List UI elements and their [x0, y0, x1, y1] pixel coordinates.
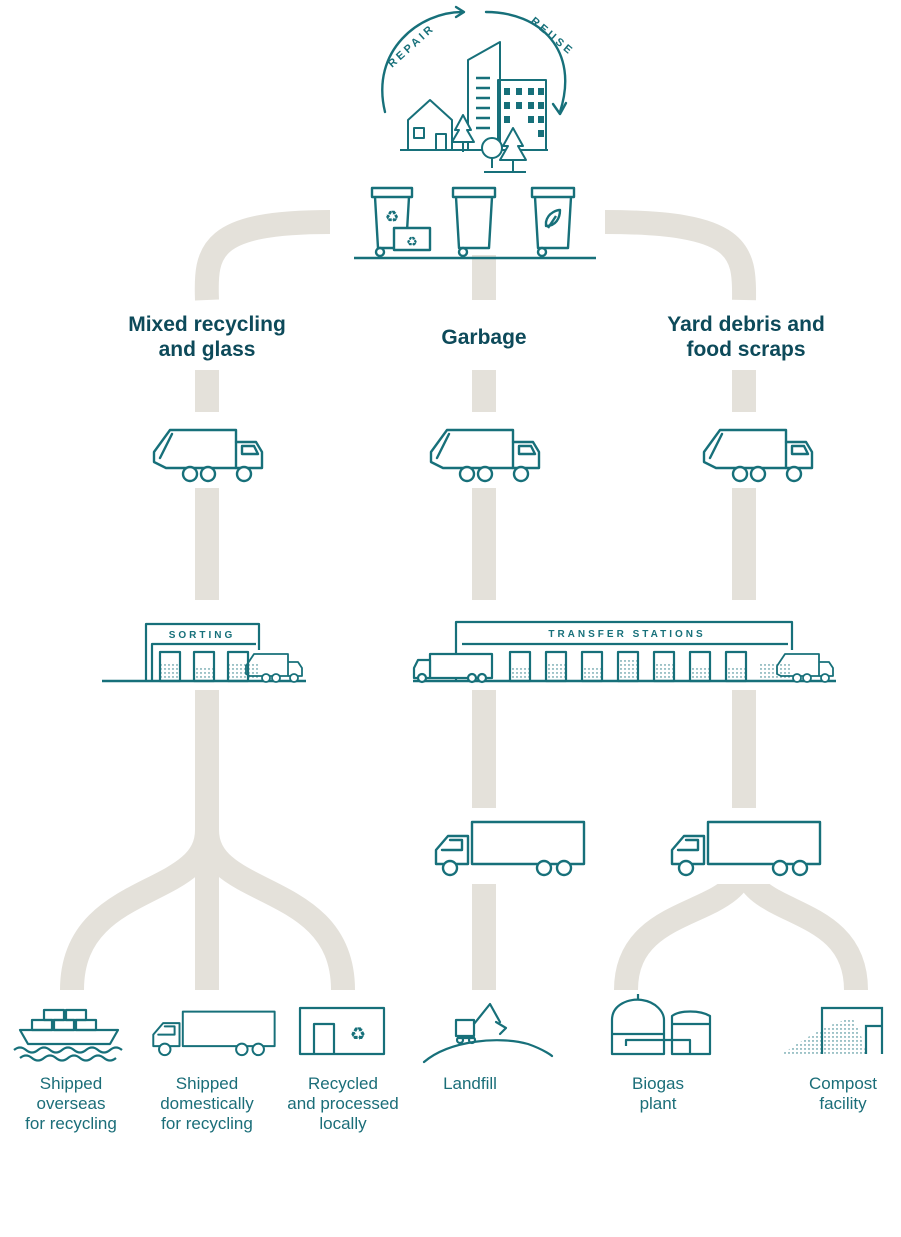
recycling-title-line2: and glass [158, 337, 256, 361]
domestic-line2: domestically [160, 1094, 254, 1114]
transfer-stations-label: TRANSFER STATIONS [548, 629, 705, 640]
cargo-ship-icon [13, 1008, 123, 1062]
waste-bins-icon: ♻ ♻ [354, 186, 596, 260]
local-line3: locally [319, 1114, 367, 1134]
garbage-title: Garbage [441, 326, 527, 349]
transfer-station-icon [412, 620, 836, 684]
organics-title-line2: food scraps [686, 337, 806, 361]
local-line2: and processed [287, 1094, 399, 1114]
compost-line1: Compost [808, 1074, 878, 1093]
organics-title-line1: Yard debris and [667, 313, 825, 336]
overseas-line3: for recycling [25, 1114, 117, 1134]
garbage-stream-title: Garbage [404, 326, 564, 351]
path-recycling-upper [194, 210, 331, 301]
overseas-line1: Shipped [39, 1074, 103, 1093]
landfill-line1: Landfill [443, 1074, 497, 1093]
biogas-plant-icon [610, 994, 712, 1056]
repair-reuse-arrow [381, 5, 568, 116]
path-recycling-split-right [195, 828, 355, 991]
city-buildings-icon [400, 41, 548, 173]
biogas-label: Biogas plant [598, 1074, 718, 1114]
local-line1: Recycled [308, 1074, 378, 1093]
path-recycling-split-left [60, 828, 219, 991]
compost-facility-icon [782, 1006, 884, 1054]
biogas-line1: Biogas [632, 1074, 684, 1093]
svg-text:♻: ♻ [406, 234, 418, 249]
sorting-label: SORTING [169, 630, 236, 641]
sorting-facility-icon [102, 622, 306, 683]
svg-text:♻: ♻ [385, 209, 399, 226]
organics-stream-title: Yard debris and food scraps [636, 313, 856, 363]
compost-label: Compost facility [788, 1074, 898, 1114]
overseas-line2: overseas [36, 1094, 106, 1114]
compost-line2: facility [819, 1094, 867, 1114]
landfill-excavator-icon [422, 1002, 554, 1064]
reuse-label: REUSE [528, 15, 576, 58]
path-organics-upper [604, 210, 757, 301]
svg-text:♻: ♻ [350, 1024, 366, 1044]
recycling-title-line1: Mixed recycling [128, 313, 286, 336]
biogas-line2: plant [639, 1094, 677, 1114]
domestic-truck-icon [152, 1010, 276, 1057]
local-label: Recycled and processed locally [276, 1074, 410, 1134]
domestic-line1: Shipped [175, 1074, 239, 1093]
overseas-label: Shipped overseas for recycling [10, 1074, 132, 1134]
recycling-stream-title: Mixed recycling and glass [92, 313, 322, 363]
domestic-line3: for recycling [161, 1114, 253, 1134]
landfill-label: Landfill [420, 1074, 520, 1094]
local-recycling-facility-icon: ♻ [298, 1006, 386, 1056]
domestic-label: Shipped domestically for recycling [146, 1074, 268, 1134]
